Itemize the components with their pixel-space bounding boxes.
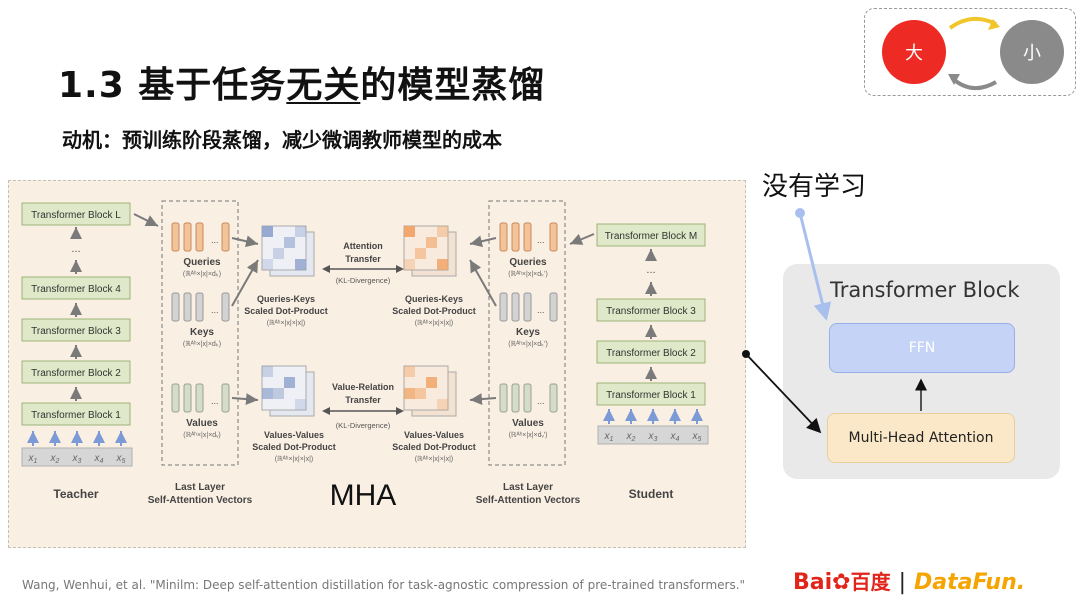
svg-text:Values-Values: Values-Values: [404, 430, 464, 440]
small-circle: 小: [1000, 20, 1064, 84]
student-keys-label: Keys: [516, 327, 540, 338]
svg-text:Queries-Keys: Queries-Keys: [405, 294, 463, 304]
student-input-1: x1: [604, 431, 614, 443]
svg-text:...: ...: [71, 243, 80, 255]
teacher-keys-label: Keys: [190, 327, 214, 338]
teacher-vv-matrix: Values-Values Scaled Dot-Product (ℝᴬʰ×|x…: [252, 365, 336, 463]
svg-text:(KL-Divergence): (KL-Divergence): [336, 421, 391, 430]
teacher-label: Teacher: [53, 487, 98, 501]
teacher-block-4: Transformer Block 4: [31, 284, 121, 295]
teacher-block-L: Transformer Block L: [31, 210, 121, 221]
baidu-paw-icon: ✿: [832, 570, 851, 595]
svg-text:Scaled Dot-Product: Scaled Dot-Product: [244, 306, 328, 316]
student-block-2: Transformer Block 2: [606, 348, 696, 359]
attention-transfer: Attention Transfer (KL-Divergence): [322, 241, 404, 285]
student-input-3: x3: [648, 431, 658, 443]
student-queries-label: Queries: [509, 257, 547, 268]
footer-logo: Bai✿百度|DataFun.: [793, 570, 1026, 595]
student-label: Student: [629, 487, 674, 501]
svg-text:Last Layer: Last Layer: [503, 482, 553, 493]
student-stack: Transformer Block M ... Transformer Bloc…: [596, 223, 709, 501]
svg-text:...: ...: [211, 305, 219, 315]
svg-text:...: ...: [211, 396, 219, 406]
student-block-1: Transformer Block 1: [606, 390, 696, 401]
teacher-input-3: x3: [72, 453, 82, 465]
svg-text:(ℝᴬʰ×|x|×dₖ'): (ℝᴬʰ×|x|×dₖ'): [508, 270, 548, 278]
svg-text:Last Layer: Last Layer: [175, 482, 225, 493]
svg-text:(ℝᴬʰ×|x|×|x|): (ℝᴬʰ×|x|×|x|): [415, 455, 454, 463]
teacher-values-label: Values: [186, 418, 218, 429]
ffn-box: FFN: [829, 323, 1015, 373]
teacher-input-1: x1: [28, 453, 38, 465]
svg-text:Self-Attention Vectors: Self-Attention Vectors: [476, 495, 581, 506]
big-circle: 大: [882, 20, 946, 84]
teacher-queries-label: Queries: [183, 257, 221, 268]
teacher-vectors: ... Queries (ℝᴬʰ×|x|×dₖ) ... Keys (ℝᴬʰ×|…: [148, 200, 253, 506]
student-vectors: ... Queries (ℝᴬʰ×|x|×dₖ') ... Keys (ℝᴬʰ×…: [476, 200, 581, 506]
student-vv-matrix: Values-Values Scaled Dot-Product (ℝᴬʰ×|x…: [392, 365, 476, 463]
student-input-4: x4: [670, 431, 680, 443]
svg-text:Values-Values: Values-Values: [264, 430, 324, 440]
transformer-block-title: Transformer Block: [830, 278, 1020, 302]
svg-text:Self-Attention Vectors: Self-Attention Vectors: [148, 495, 253, 506]
student-block-3: Transformer Block 3: [606, 306, 696, 317]
svg-text:Transfer: Transfer: [345, 254, 381, 264]
teacher-block-3: Transformer Block 3: [31, 326, 121, 337]
page-title: 1.3 基于任务无关的模型蒸馏: [58, 65, 546, 106]
svg-text:...: ...: [537, 396, 545, 406]
no-learning-note: 没有学习: [762, 172, 867, 202]
svg-text:Scaled Dot-Product: Scaled Dot-Product: [252, 442, 336, 452]
svg-text:(ℝᴬʰ×|x|×|x|): (ℝᴬʰ×|x|×|x|): [275, 455, 314, 463]
teacher-input-5: x5: [116, 453, 126, 465]
svg-text:...: ...: [211, 235, 219, 245]
svg-text:...: ...: [537, 235, 545, 245]
svg-text:Queries-Keys: Queries-Keys: [257, 294, 315, 304]
svg-text:Transfer: Transfer: [345, 395, 381, 405]
svg-text:(ℝᴬʰ×|x|×dₖ'): (ℝᴬʰ×|x|×dₖ'): [508, 340, 548, 348]
subtitle: 动机：预训练阶段蒸馏，减少微调教师模型的成本: [62, 128, 502, 152]
svg-text:(ℝᴬʰ×|x|×dₖ): (ℝᴬʰ×|x|×dₖ): [183, 340, 221, 348]
svg-text:Attention: Attention: [343, 241, 383, 251]
svg-text:(KL-Divergence): (KL-Divergence): [336, 276, 391, 285]
svg-text:...: ...: [537, 305, 545, 315]
teacher-input-2: x2: [50, 453, 60, 465]
svg-text:(ℝᴬʰ×|x|×dᵥ): (ℝᴬʰ×|x|×dᵥ): [183, 431, 221, 439]
legend-arrows: [948, 16, 1000, 90]
svg-text:Value-Relation: Value-Relation: [332, 382, 394, 392]
teacher-input-4: x4: [94, 453, 104, 465]
teacher-block-2: Transformer Block 2: [31, 368, 121, 379]
title-underlined-word: 无关: [286, 65, 361, 106]
student-qk-matrix: Queries-Keys Scaled Dot-Product (ℝᴬʰ×|x|…: [392, 225, 476, 327]
size-legend: [864, 8, 1076, 96]
teacher-qk-matrix: Queries-Keys Scaled Dot-Product (ℝᴬʰ×|x|…: [244, 225, 328, 327]
svg-text:(ℝᴬʰ×|x|×|x|): (ℝᴬʰ×|x|×|x|): [267, 319, 306, 327]
mha-label: MHA: [330, 479, 397, 512]
student-block-M: Transformer Block M: [605, 231, 697, 242]
teacher-block-1: Transformer Block 1: [31, 410, 121, 421]
svg-text:(ℝᴬʰ×|x|×dₖ): (ℝᴬʰ×|x|×dₖ): [183, 270, 221, 278]
svg-text:(ℝᴬʰ×|x|×dᵥ'): (ℝᴬʰ×|x|×dᵥ'): [509, 431, 548, 439]
svg-text:Scaled Dot-Product: Scaled Dot-Product: [392, 442, 476, 452]
svg-text:(ℝᴬʰ×|x|×|x|): (ℝᴬʰ×|x|×|x|): [415, 319, 454, 327]
citation: Wang, Wenhui, et al. "Minilm: Deep self-…: [22, 578, 746, 592]
student-values-label: Values: [512, 418, 544, 429]
student-input-5: x5: [692, 431, 702, 443]
teacher-stack: Transformer Block L ... Transformer Bloc…: [21, 202, 133, 501]
student-input-2: x2: [626, 431, 636, 443]
multi-head-attention-box: Multi-Head Attention: [827, 413, 1015, 463]
value-relation-transfer: Value-Relation Transfer (KL-Divergence): [322, 382, 404, 430]
svg-text:...: ...: [646, 264, 655, 276]
svg-text:Scaled Dot-Product: Scaled Dot-Product: [392, 306, 476, 316]
